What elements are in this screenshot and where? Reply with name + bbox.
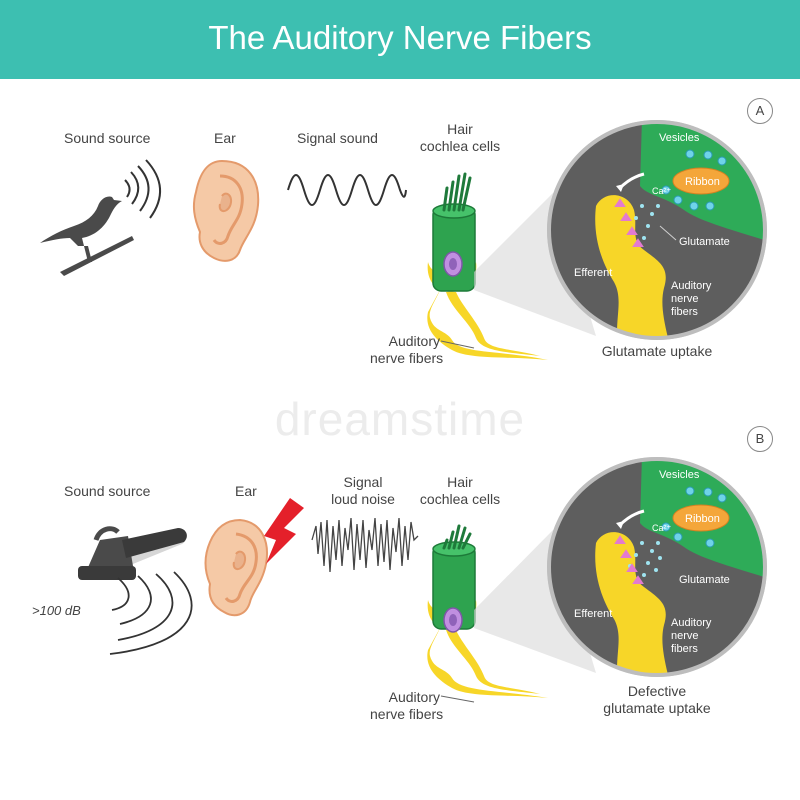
ribbon-label: Ribbon [685, 176, 720, 188]
hair-cells-label: Hair cochlea cells [419, 474, 501, 507]
defective-uptake-caption: Defective glutamate uptake [603, 683, 711, 716]
title-banner: The Auditory Nerve Fibers [0, 0, 800, 79]
panel-b-badge: B [747, 426, 773, 452]
glutamate-label: Glutamate [679, 236, 730, 248]
signal-label: Signal sound [297, 130, 378, 146]
bird-icon [40, 196, 134, 276]
hair-cells-label: Hair cochlea cells [419, 121, 501, 154]
nerve-fibers-label: Auditory nerve fibers [370, 333, 444, 366]
sound-source-label: Sound source [64, 483, 151, 499]
signal-label: Signal loud noise [331, 474, 395, 507]
nerve-fibers-pointer [440, 340, 475, 349]
ear-icon [204, 518, 268, 617]
synapse-inset [547, 457, 767, 677]
glutamate-uptake-caption: Glutamate uptake [601, 343, 713, 359]
zoom-cone [474, 193, 596, 336]
ear-icon [192, 159, 260, 262]
calcium-label: Ca²⁺ [652, 186, 672, 196]
vesicles-label: Vesicles [659, 132, 700, 144]
vesicles-label: Vesicles [659, 469, 700, 481]
hair-cell-icon [427, 172, 548, 360]
ear-label: Ear [214, 130, 236, 146]
efferent-label: Efferent [574, 267, 613, 279]
efferent-label: Efferent [574, 608, 613, 620]
calcium-label: Ca²⁺ [652, 523, 672, 533]
ribbon-label: Ribbon [685, 513, 720, 525]
inset-nerve-fibers-label: Auditory nerve fibers [671, 617, 712, 655]
sound-source-label: Sound source [64, 130, 151, 146]
hair-cell-icon [427, 524, 548, 698]
signal-sound-wave [287, 174, 407, 206]
panel-a-badge: A [747, 98, 773, 124]
page-title: The Auditory Nerve Fibers [208, 19, 592, 56]
nerve-fibers-pointer [440, 695, 475, 703]
loud-noise-waveform [311, 517, 419, 573]
glutamate-label: Glutamate [679, 574, 730, 586]
lightning-icon [264, 498, 304, 564]
watermark: dreamstime [274, 393, 526, 445]
decibel-label: >100 dB [32, 603, 81, 618]
nerve-fibers-label: Auditory nerve fibers [370, 689, 444, 722]
zoom-cone [474, 530, 596, 673]
ear-label: Ear [235, 483, 257, 499]
sound-waves-icon [124, 159, 162, 219]
noise-waves-icon [109, 571, 193, 655]
inset-nerve-fibers-label: Auditory nerve fibers [671, 280, 712, 318]
chainsaw-icon [78, 526, 187, 580]
